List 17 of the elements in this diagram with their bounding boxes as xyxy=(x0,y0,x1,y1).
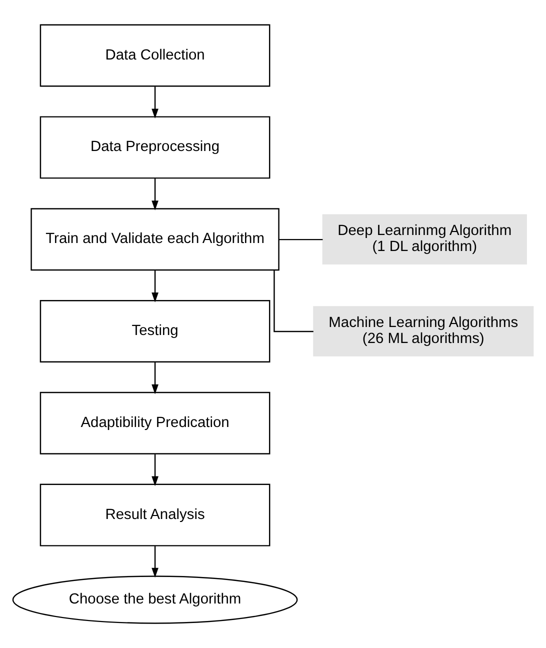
arrow xyxy=(152,270,158,302)
node-box: Testing xyxy=(40,300,270,362)
arrow xyxy=(152,454,158,486)
arrow xyxy=(152,546,158,578)
node-box: Adaptibility Predication xyxy=(40,392,270,454)
arrow xyxy=(152,178,158,210)
node-box: Train and Validate each Algorithm xyxy=(30,208,280,271)
node-ellipse: Choose the best Algorithm xyxy=(12,576,298,624)
connector xyxy=(278,238,323,240)
node-box: Result Analysis xyxy=(40,484,270,546)
node-box: Machine Learning Algorithms (26 ML algorithms) xyxy=(313,306,534,356)
node-box: Data Preprocessing xyxy=(40,116,270,179)
node-box: Deep Learninmg Algorithm (1 DL algorithm) xyxy=(322,214,527,264)
node-box: Data Collection xyxy=(40,24,270,87)
connector xyxy=(274,270,314,332)
arrow xyxy=(152,86,158,119)
arrow xyxy=(152,362,158,394)
